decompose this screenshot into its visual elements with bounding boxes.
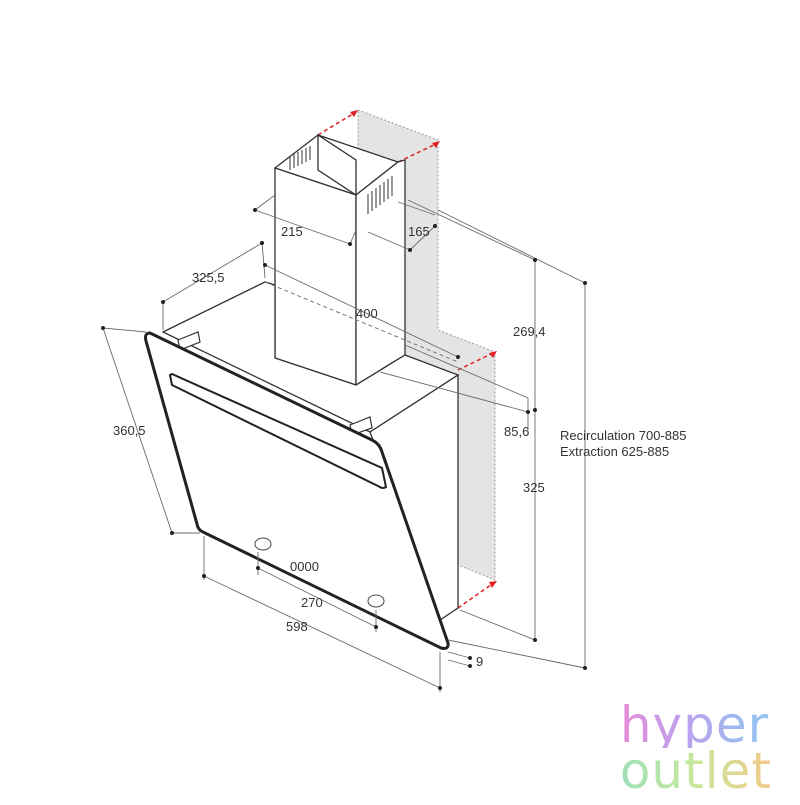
chimney-body xyxy=(274,159,406,387)
red-arrowheads xyxy=(350,110,497,588)
touch-controls xyxy=(254,537,385,608)
red-arrows xyxy=(317,111,496,609)
vent-slots-right xyxy=(367,176,393,214)
dimension-lines xyxy=(102,194,586,692)
display-digits: 0000 xyxy=(290,559,319,574)
dim-recirculation: Recirculation 700-885 xyxy=(560,428,686,443)
dim-total-width: 598 xyxy=(286,619,308,634)
hyper-outlet-logo: hyper outlet xyxy=(619,700,772,800)
dim-hood-width-top: 400 xyxy=(356,306,378,321)
dim-chimney-height: 269,4 xyxy=(513,324,546,339)
logo-line-1: hyper xyxy=(620,700,772,750)
dim-glass-thickness: 9 xyxy=(476,654,483,669)
dim-controls-width: 270 xyxy=(301,595,323,610)
glass-panel xyxy=(144,331,450,650)
dim-chimney-depth: 165 xyxy=(408,224,430,239)
dim-body-height: 325 xyxy=(523,480,545,495)
logo-line-2: outlet xyxy=(619,742,772,800)
vent-slots-left xyxy=(289,146,311,170)
dimension-dots xyxy=(101,208,587,690)
dim-top-depth: 325,5 xyxy=(192,270,225,285)
dim-wall-offset: 85,6 xyxy=(504,424,529,439)
dim-extraction: Extraction 625-885 xyxy=(560,444,669,459)
dim-chimney-width: 215 xyxy=(281,224,303,239)
dim-glass-height: 360,5 xyxy=(113,423,146,438)
